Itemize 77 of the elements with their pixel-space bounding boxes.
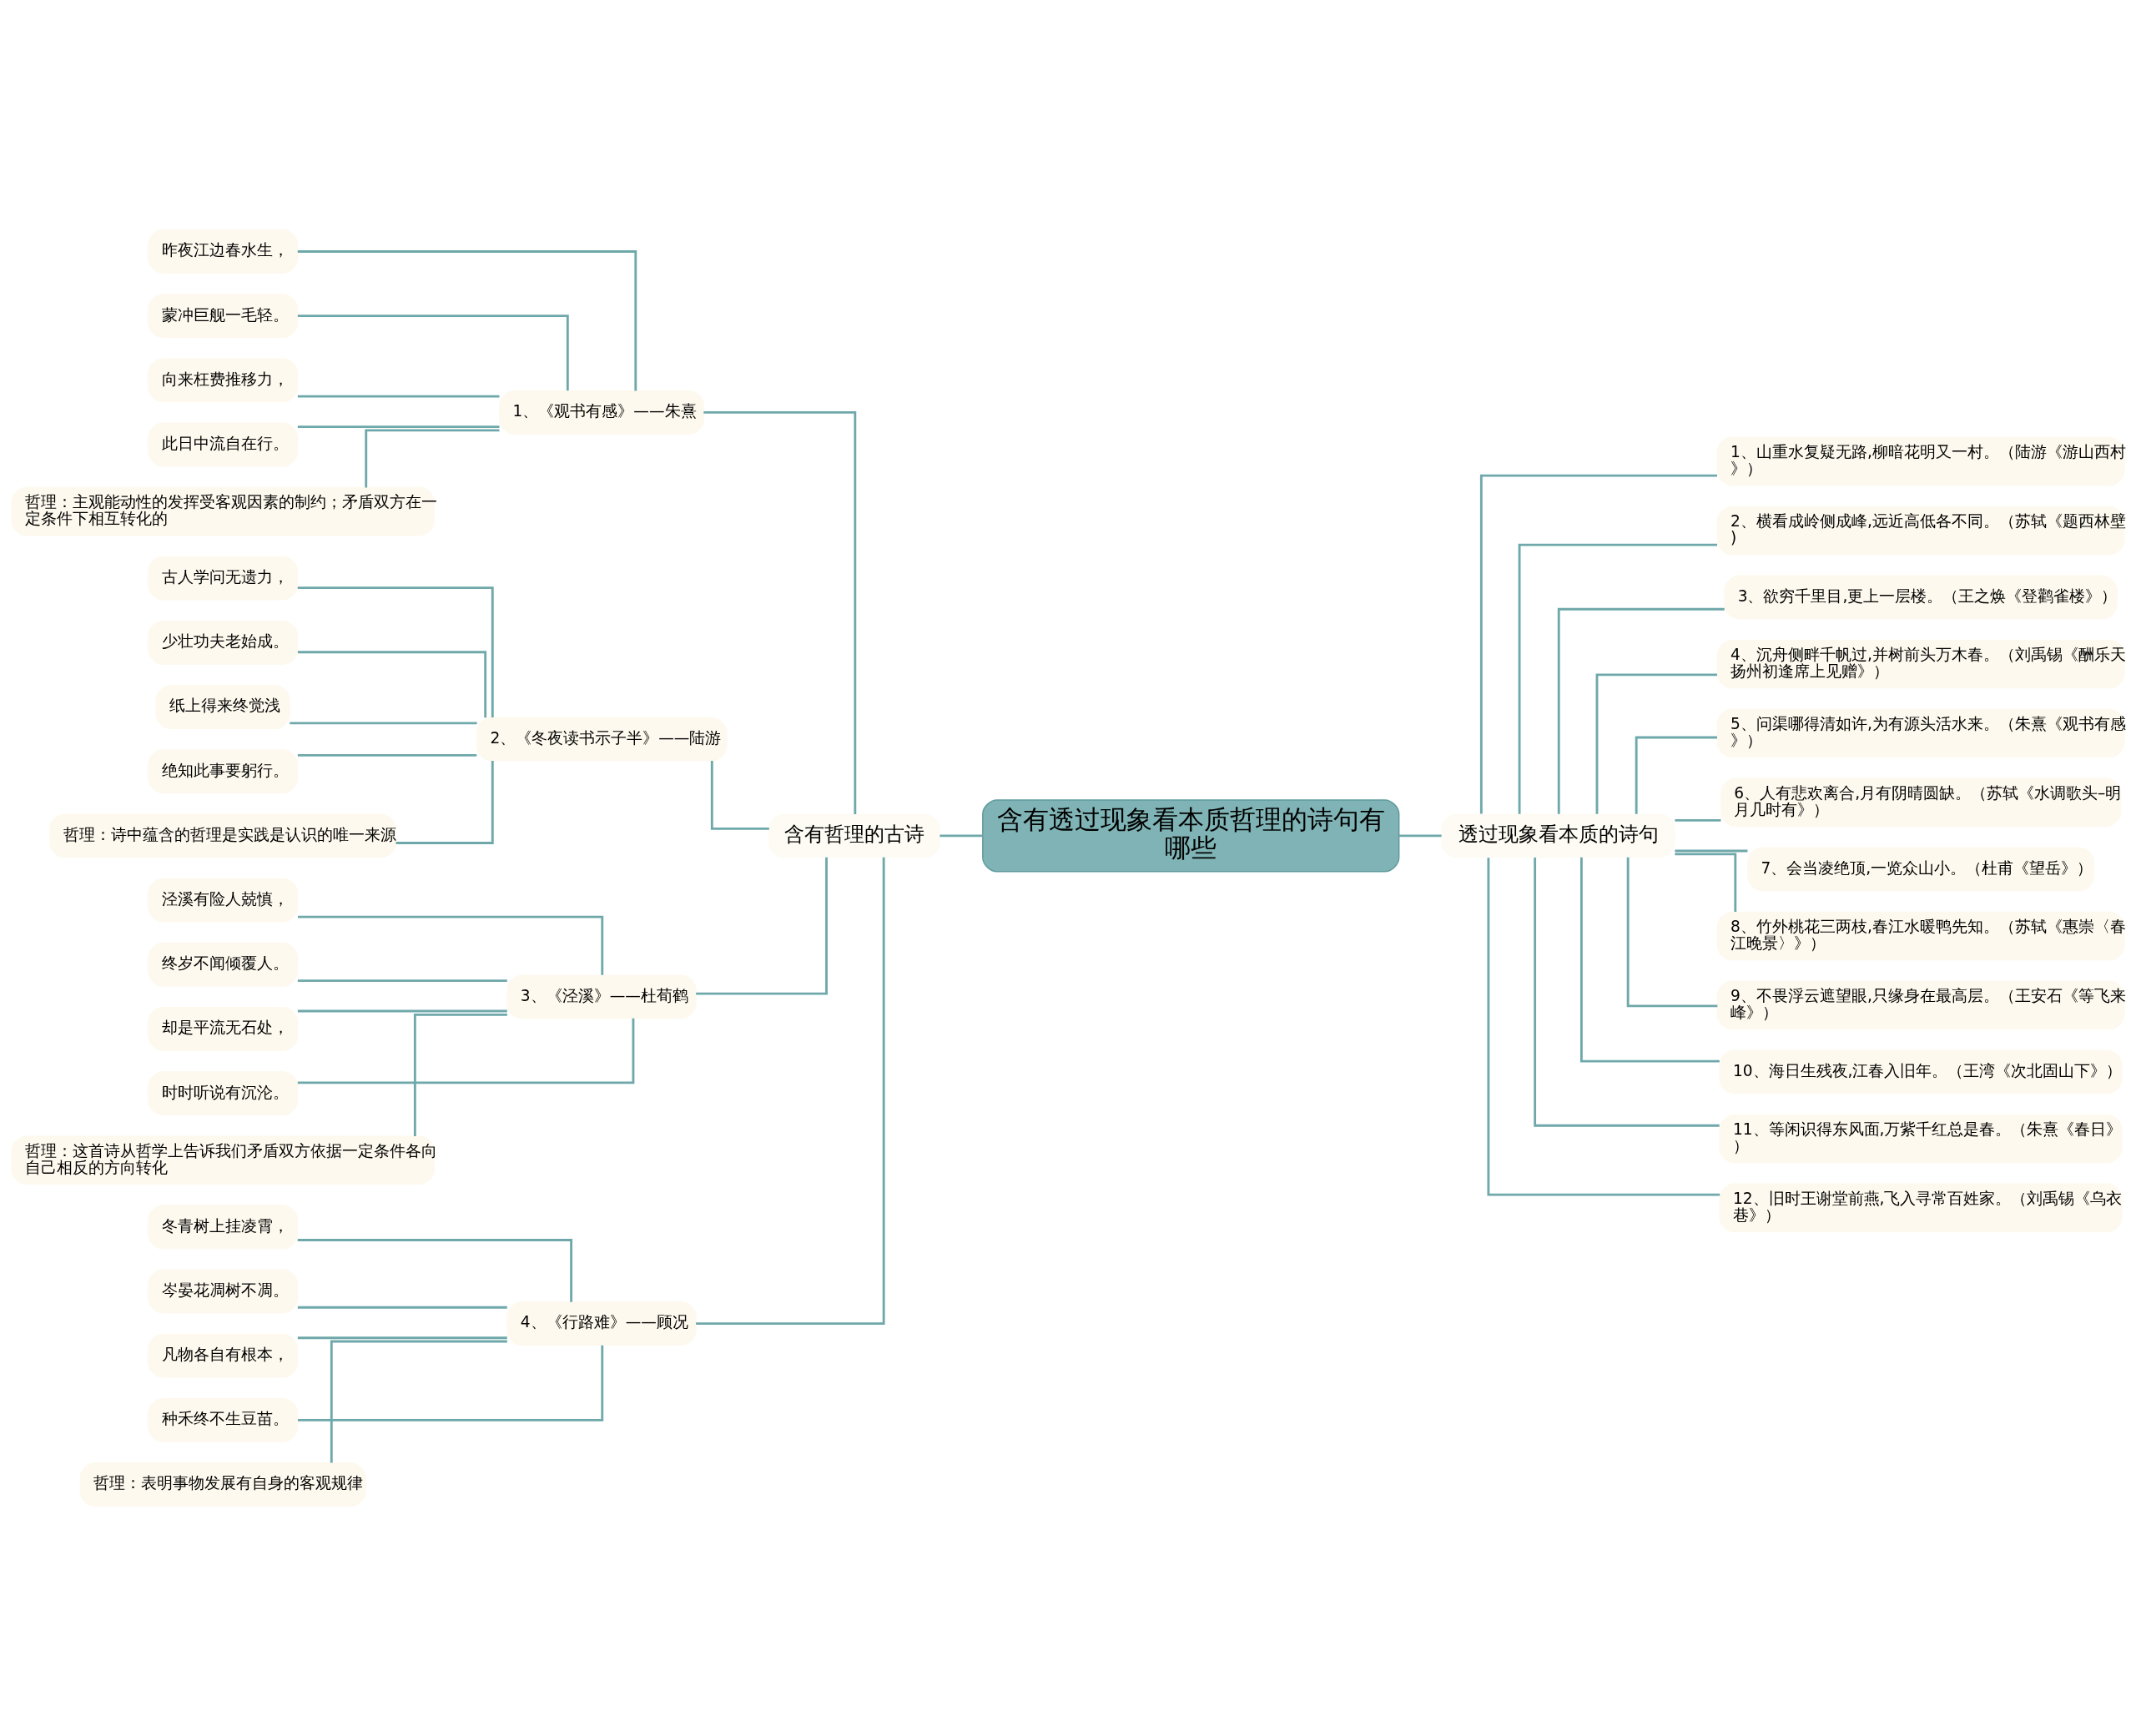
node-box: 向来枉费推移力，	[148, 358, 299, 403]
connector	[297, 1009, 507, 1013]
connector	[1518, 543, 1718, 814]
node-box: 透过现象看本质的诗句	[1441, 813, 1675, 858]
node-box: 冬青树上挂凌霄，	[148, 1205, 299, 1250]
connector	[298, 915, 604, 975]
connector	[710, 761, 769, 830]
node-box: 3、《泾溪》——杜荀鹤	[506, 974, 697, 1019]
node-box: 4、沉舟侧畔千帆过,并树前头万木春。（刘禹锡《酬乐天扬州初逢席上见赠》）	[1716, 639, 2125, 689]
connector	[298, 1345, 604, 1422]
connector	[290, 722, 477, 725]
node-box: 10、海日生残夜,江春入旧年。（王湾《次北固山下》）	[1719, 1049, 2123, 1094]
node-box: 泾溪有险人兢慎，	[148, 878, 299, 923]
connector	[1626, 857, 1718, 1008]
node-box: 11、等闲识得东风面,万紫千红总是春。（朱熹《春日》）	[1719, 1114, 2123, 1164]
node-box: 7、会当凌绝顶,一览众山小。（杜甫《望岳》）	[1747, 847, 2095, 892]
connector	[297, 314, 569, 391]
node-box: 4、《行路难》——顾况	[506, 1301, 697, 1346]
node-box: 绝知此事要躬行。	[148, 749, 299, 794]
connector	[1579, 857, 1720, 1063]
node-box: 6、人有悲欢离合,月有阴晴圆缺。（苏轼《水调歌头–明月几时有》）	[1720, 777, 2122, 828]
node-box: 纸上得来终觉浅	[155, 685, 290, 729]
connector	[940, 834, 983, 838]
connector	[297, 586, 494, 718]
node-box: 古人学问无遗力，	[148, 556, 299, 601]
node-box: 种禾终不生豆苗。	[148, 1397, 299, 1442]
connector	[1398, 834, 1442, 838]
node-box: 岑晏花凋树不凋。	[148, 1269, 299, 1314]
node-box: 含有哲理的古诗	[768, 813, 941, 858]
node-box: 2、《冬夜读书示子半》——陆游	[476, 717, 728, 762]
node-box: 含有透过现象看本质哲理的诗句有哪些	[982, 799, 1400, 873]
node-box: 凡物各自有根本，	[148, 1333, 299, 1378]
connector	[297, 1336, 507, 1340]
connector	[297, 425, 500, 428]
connector	[1595, 673, 1717, 814]
connector	[1675, 849, 1748, 853]
connector	[696, 857, 885, 1325]
connector	[297, 754, 477, 757]
connector	[365, 429, 500, 488]
node-box: 2、横看成岭侧成峰,远近高低各不同。（苏轼《题西林壁)	[1716, 506, 2125, 556]
node-box: 哲理：主观能动性的发挥受客观因素的制约；矛盾双方在一定条件下相互转化的	[11, 486, 435, 536]
connector	[297, 1306, 507, 1309]
node-box: 3、欲穷千里目,更上一层楼。（王之焕《登鹳雀楼》）	[1724, 575, 2118, 620]
connector	[1479, 474, 1717, 814]
connector	[1487, 858, 1720, 1196]
node-box: 哲理：表明事物发展有自身的客观规律	[79, 1462, 366, 1507]
node-box: 昨夜江边春水生，	[148, 229, 299, 274]
node-box: 1、《观书有感》——朱熹	[499, 390, 704, 435]
connector	[297, 1239, 573, 1302]
connector	[330, 1340, 507, 1463]
connector	[1635, 736, 1717, 814]
connector	[1675, 818, 1721, 822]
connector	[297, 651, 487, 718]
node-box: 却是平流无石处，	[148, 1007, 299, 1051]
node-box: 9、不畏浮云遮望眼,只缘身在最高层。（王安石《等飞来峰》）	[1716, 980, 2125, 1030]
connector	[1557, 607, 1725, 814]
connector	[696, 857, 828, 995]
connector	[297, 395, 500, 398]
connector	[413, 1013, 507, 1136]
node-box: 终岁不闻倾覆人。	[148, 942, 299, 987]
node-box: 12、旧时王谢堂前燕,飞入寻常百姓家。（刘禹锡《乌衣巷》）	[1719, 1183, 2123, 1233]
node-box: 哲理：诗中蕴含的哲理是实践是认识的唯一来源	[49, 813, 397, 858]
node-box: 少壮功夫老始成。	[148, 620, 299, 665]
connector	[395, 760, 494, 844]
connector	[297, 979, 507, 982]
node-box: 哲理：这首诗从哲学上告诉我们矛盾双方依据一定条件各向自己相反的方向转化	[11, 1135, 435, 1185]
connector	[297, 1018, 635, 1084]
connector	[297, 250, 637, 391]
node-box: 此日中流自在行。	[148, 422, 299, 467]
node-box: 1、山重水复疑无路,柳暗花明又一村。（陆游《游山西村》）	[1716, 436, 2125, 486]
node-box: 蒙冲巨舰一毛轻。	[148, 294, 299, 339]
connector	[703, 411, 857, 815]
node-box: 时时听说有沉沦。	[148, 1071, 299, 1116]
node-box: 5、问渠哪得清如许,为有源头活水来。（朱熹《观书有感》）	[1716, 708, 2125, 758]
connector	[1534, 858, 1720, 1127]
connector	[1675, 853, 1737, 913]
node-box: 8、竹外桃花三两枝,春江水暖鸭先知。（苏轼《惠崇〈春江晚景〉》）	[1716, 911, 2125, 961]
